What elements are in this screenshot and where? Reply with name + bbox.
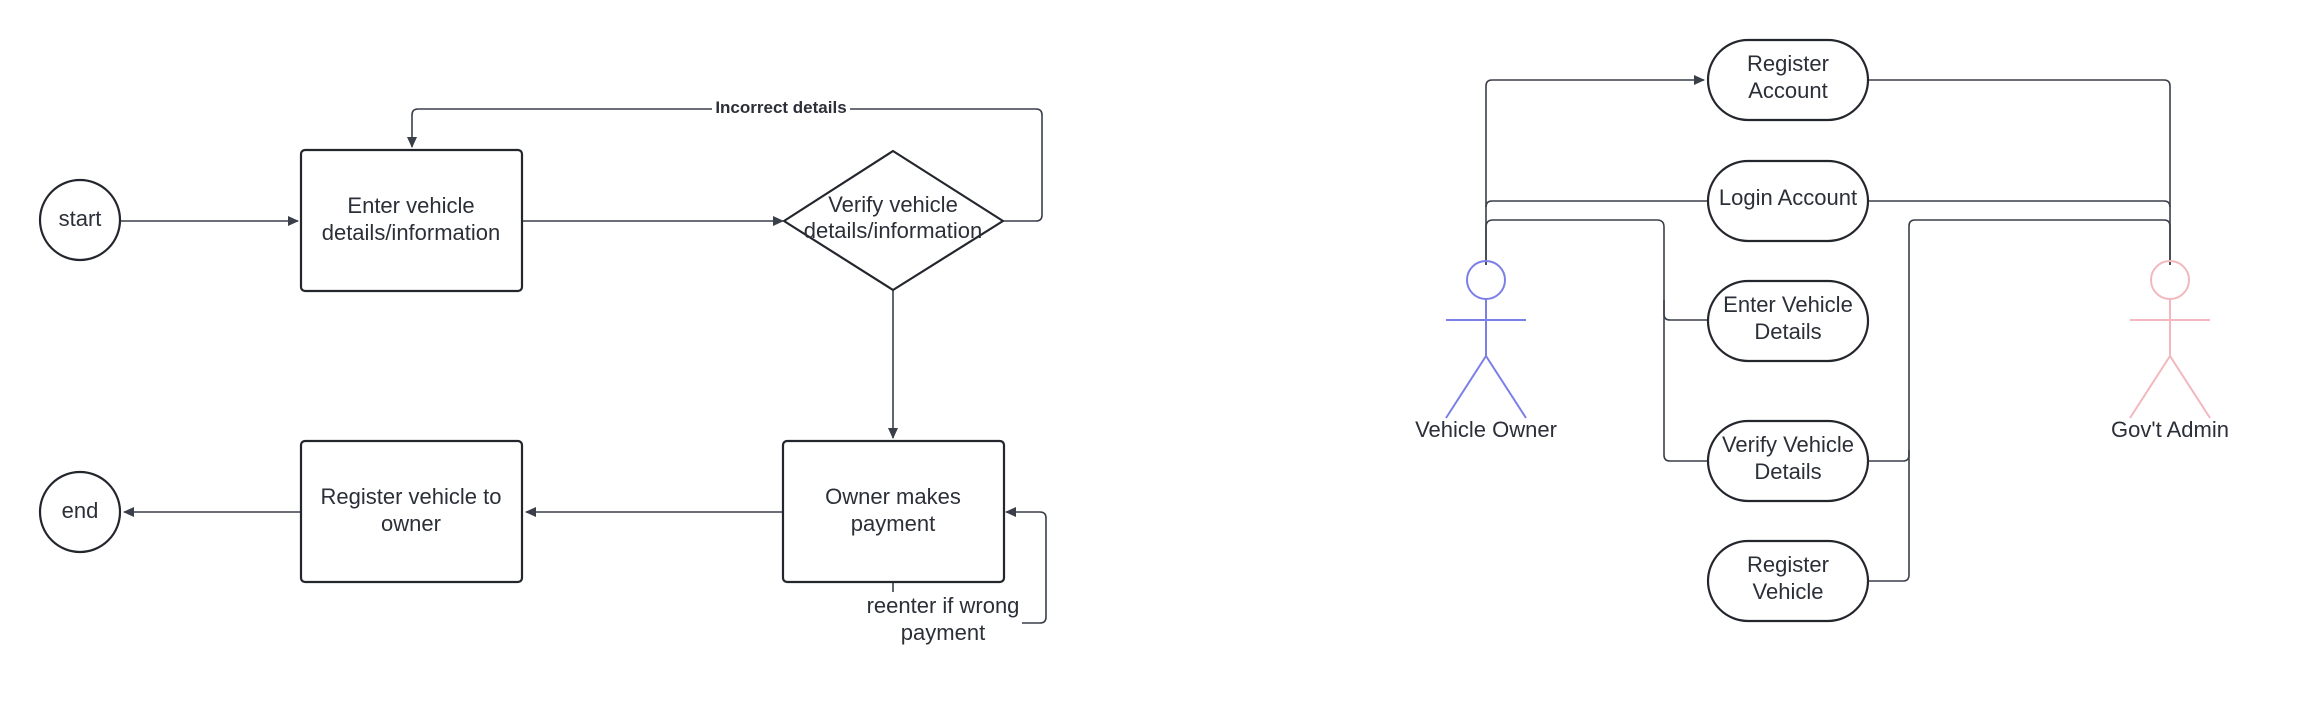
actor-vehicle-owner: Vehicle Owner (1415, 260, 1557, 442)
use-case-register-account-line1: Register (1747, 51, 1829, 76)
owner-payment-label-line2: payment (851, 511, 935, 536)
use-case-enter-vehicle-details: Enter Vehicle Details (1706, 279, 1870, 363)
owner-payment-process: Owner makes payment (781, 439, 1006, 584)
reenter-label-line1: reenter if wrong (867, 593, 1020, 618)
enter-details-label-line1: Enter vehicle (347, 193, 474, 218)
assoc-owner-register-account (1485, 75, 1705, 265)
reenter-label-line2: payment (901, 620, 985, 645)
use-case-diagram: Register Account Login Account Enter Veh… (1415, 38, 2229, 623)
end-node: end (38, 470, 122, 554)
assoc-owner-enter-details (1485, 219, 1708, 321)
assoc-admin-login-account (1868, 200, 2171, 208)
start-label: start (59, 206, 102, 231)
actor-vehicle-owner-label: Vehicle Owner (1415, 417, 1557, 442)
enter-details-label-line2: details/information (322, 220, 501, 245)
end-label: end (62, 498, 99, 523)
use-case-enter-vehicle-details-line1: Enter Vehicle (1723, 292, 1853, 317)
use-case-register-account: Register Account (1706, 38, 1870, 122)
owner-payment-label-line1: Owner makes (825, 484, 961, 509)
assoc-admin-register-vehicle (1868, 450, 1910, 582)
use-case-register-vehicle-line2: Vehicle (1753, 579, 1824, 604)
use-case-enter-vehicle-details-line2: Details (1754, 319, 1821, 344)
enter-details-process: Enter vehicle details/information (299, 148, 524, 293)
use-case-login-account-label: Login Account (1719, 185, 1857, 210)
use-case-login-account: Login Account (1706, 159, 1870, 243)
register-vehicle-process: Register vehicle to owner (299, 439, 524, 584)
assoc-admin-verify-details (1868, 219, 2171, 462)
actor-govt-admin: Gov't Admin (2111, 260, 2229, 442)
verify-details-decision: Verify vehicle details/information (782, 149, 1005, 292)
verify-details-label-line2: details/information (804, 218, 983, 243)
use-case-verify-vehicle-details: Verify Vehicle Details (1706, 419, 1870, 503)
use-case-register-account-line2: Account (1748, 78, 1828, 103)
use-case-register-vehicle: Register Vehicle (1706, 539, 1870, 623)
use-case-verify-vehicle-details-line1: Verify Vehicle (1722, 432, 1854, 457)
use-case-register-vehicle-line1: Register (1747, 552, 1829, 577)
actor-vehicle-owner-figure-icon (1445, 260, 1527, 419)
actor-govt-admin-figure-icon (2129, 260, 2211, 419)
register-vehicle-label-line2: owner (381, 511, 441, 536)
register-vehicle-label-line1: Register vehicle to (321, 484, 502, 509)
assoc-owner-login-account (1485, 200, 1708, 208)
assoc-admin-register-account (1868, 79, 2171, 265)
use-case-verify-vehicle-details-line2: Details (1754, 459, 1821, 484)
incorrect-details-label: Incorrect details (715, 98, 846, 117)
connector-incorrect-details-loop (407, 108, 1043, 222)
assoc-owner-verify-details (1663, 300, 1708, 462)
verify-details-label-line1: Verify vehicle (828, 192, 958, 217)
flowchart: start Enter vehicle details/information … (38, 96, 1047, 645)
actor-govt-admin-label: Gov't Admin (2111, 417, 2229, 442)
start-node: start (38, 178, 122, 262)
